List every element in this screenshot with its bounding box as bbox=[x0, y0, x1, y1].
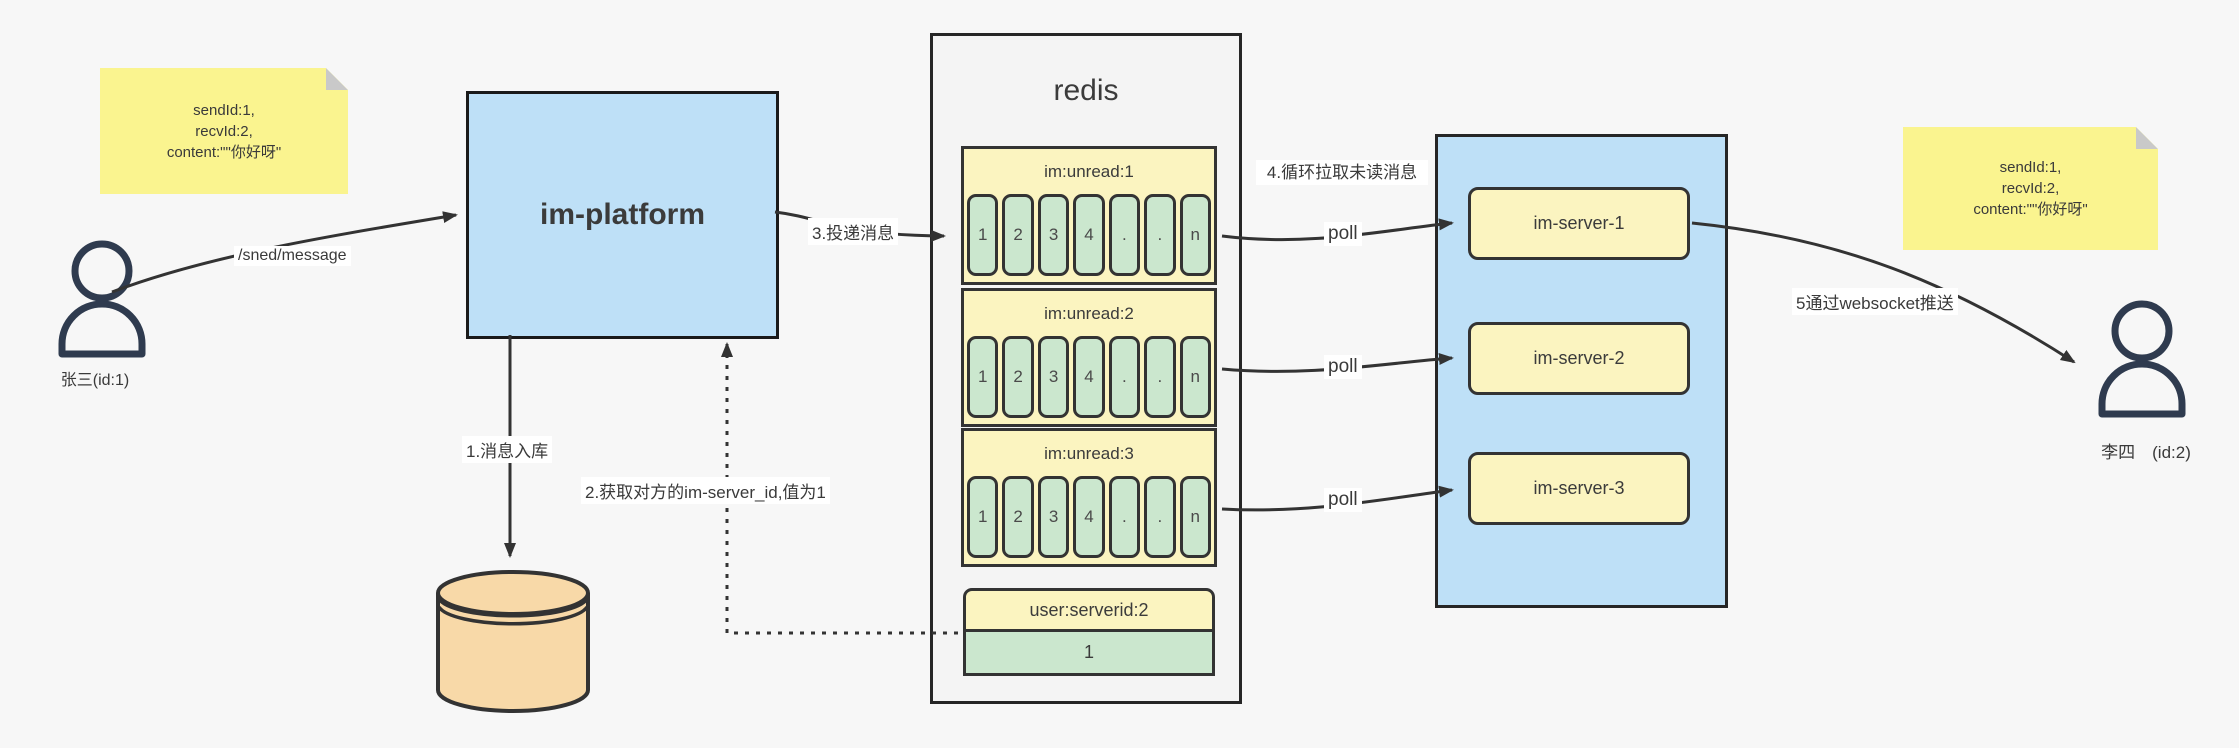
redis-container: redis im:unread:1 1 2 3 4 . . n im:unrea… bbox=[930, 33, 1242, 704]
step1-label: 1.消息入库 bbox=[462, 436, 553, 463]
im-platform-label: im-platform bbox=[540, 198, 705, 231]
im-platform-node: im-platform bbox=[466, 91, 779, 339]
queue-cells: 1 2 3 4 . . n bbox=[964, 194, 1214, 282]
sender-label: 张三(id:1) bbox=[60, 372, 130, 389]
queue-im-unread-2: im:unread:2 1 2 3 4 . . n bbox=[961, 288, 1217, 427]
im-server-3-node: im-server-3 bbox=[1468, 452, 1690, 525]
queue-cell: 4 bbox=[1073, 194, 1105, 276]
queue-cell: 1 bbox=[967, 336, 999, 418]
queue-cell: . bbox=[1108, 194, 1141, 276]
queue-cell: . bbox=[1108, 476, 1141, 558]
queue-cell: n bbox=[1179, 476, 1211, 558]
queue-cell: . bbox=[1144, 194, 1176, 276]
step5-label: 5通过websocket推送 bbox=[1792, 288, 1958, 315]
kv-header: user:serverid:2 bbox=[963, 588, 1215, 632]
queue-cell: 3 bbox=[1037, 194, 1070, 276]
queue-cells: 1 2 3 4 . . n bbox=[964, 336, 1214, 424]
queue-header: im:unread:1 bbox=[1044, 161, 1134, 181]
kv-user-serverid: user:serverid:2 1 bbox=[963, 588, 1215, 676]
mysql-db-icon bbox=[436, 570, 590, 713]
im-server-1-node: im-server-1 bbox=[1468, 187, 1690, 260]
note-line: content:""你好呀" bbox=[166, 143, 282, 161]
receiver-label: 李四 (id:2) bbox=[2101, 443, 2191, 462]
redis-title: redis bbox=[1053, 74, 1119, 107]
note-line: recvId:2, bbox=[2001, 180, 2060, 197]
note-line: content:""你好呀" bbox=[1973, 201, 2088, 218]
note-fold-icon bbox=[2136, 127, 2158, 149]
sender-user-icon bbox=[58, 240, 146, 358]
queue-cell: . bbox=[1108, 336, 1141, 418]
queue-cell: 1 bbox=[967, 194, 999, 276]
poll-label-2: poll bbox=[1324, 355, 1362, 379]
queue-im-unread-1: im:unread:1 1 2 3 4 . . n bbox=[961, 146, 1217, 285]
poll-label-3: poll bbox=[1324, 488, 1362, 512]
queue-cell: 2 bbox=[1002, 194, 1034, 276]
queue-cell: . bbox=[1144, 476, 1176, 558]
queue-cell: . bbox=[1144, 336, 1176, 418]
queue-cell: n bbox=[1179, 194, 1211, 276]
note-line: sendId:1, bbox=[1999, 159, 2062, 176]
note-fold-icon bbox=[326, 68, 348, 90]
send-route-label: /sned/message bbox=[234, 246, 351, 266]
queue-cell: n bbox=[1179, 336, 1211, 418]
poll-label-1: poll bbox=[1324, 222, 1362, 246]
queue-cells: 1 2 3 4 . . n bbox=[964, 476, 1214, 564]
sticky-note-left: sendId:1, recvId:2, content:""你好呀" bbox=[100, 68, 348, 194]
step2-label: 2.获取对方的im-server_id,值为1 bbox=[581, 477, 830, 504]
im-servers-container: im-server-1 im-server-2 im-server-3 bbox=[1435, 134, 1728, 608]
sticky-note-right: sendId:1, recvId:2, content:""你好呀" bbox=[1903, 127, 2158, 250]
note-line: recvId:2, bbox=[195, 122, 253, 140]
queue-cell: 2 bbox=[1002, 336, 1034, 418]
im-server-2-node: im-server-2 bbox=[1468, 322, 1690, 395]
note-line: sendId:1, bbox=[193, 101, 255, 119]
queue-cell: 3 bbox=[1037, 476, 1070, 558]
step3-label: 3.投递消息 bbox=[808, 218, 899, 245]
queue-im-unread-3: im:unread:3 1 2 3 4 . . n bbox=[961, 428, 1217, 567]
queue-cell: 4 bbox=[1073, 336, 1105, 418]
queue-cell: 1 bbox=[967, 476, 999, 558]
queue-header: im:unread:2 bbox=[1044, 303, 1134, 323]
queue-cell: 3 bbox=[1037, 336, 1070, 418]
receiver-user-icon bbox=[2098, 300, 2186, 418]
kv-value: 1 bbox=[963, 632, 1215, 676]
queue-cell: 4 bbox=[1073, 476, 1105, 558]
queue-header: im:unread:3 bbox=[1044, 443, 1134, 463]
step4-label: 4.循环拉取未读消息 bbox=[1256, 160, 1428, 185]
queue-cell: 2 bbox=[1002, 476, 1034, 558]
